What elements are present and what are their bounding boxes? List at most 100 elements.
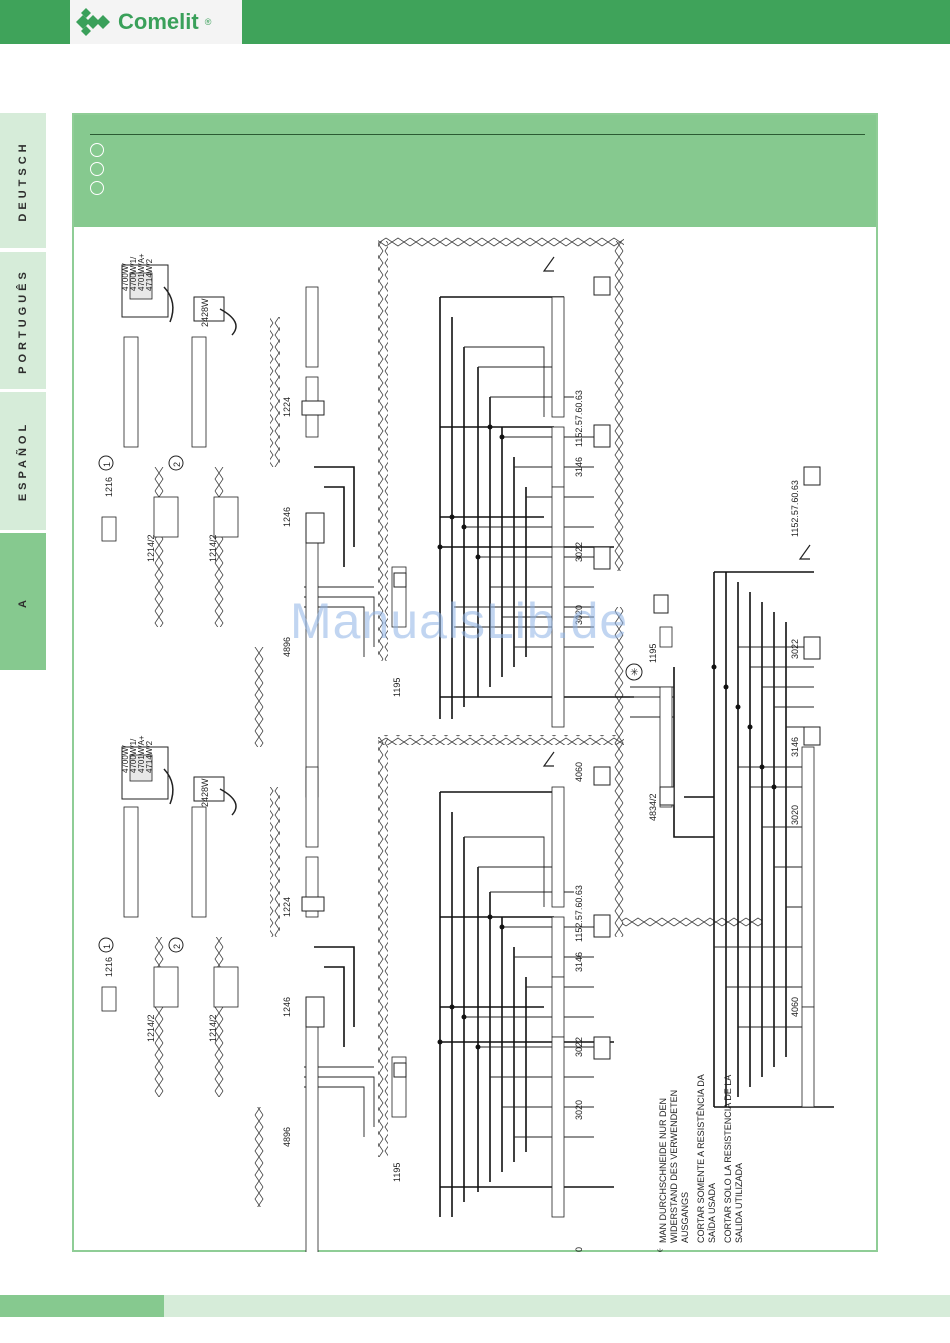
note-es-line: SALIDA UTILIZADA [734,1163,744,1243]
label-3146: 3146 [574,952,584,972]
note-star: ✳ [655,1248,667,1252]
lower-wiring [314,791,614,1217]
module-icon [653,594,669,614]
label-1216: 1216 [104,957,114,977]
handset-icon [193,296,237,816]
terminal-strips [101,286,815,1252]
star-marker [625,663,643,681]
footer-accent [0,1295,164,1317]
marker-1 [98,937,114,953]
label-2428w: 2428W [200,778,210,807]
note-pt-line: CORTAR SOMENTE A RESISTÊNCIA DA [696,1074,706,1243]
monitor-model: 4701W/A+ [137,253,146,291]
monitor-icon [121,746,174,805]
language-marker-es [90,181,104,195]
wiring-diagram: 1216 1216 1214/2 1214/2 1214/2 1214/2 12… [98,237,834,1252]
label-1224: 1224 [282,397,292,417]
door-lock-icon [542,751,555,767]
camera-icon [803,466,821,486]
tab-portugues[interactable]: PORTUGUÊS [0,252,46,389]
power-supply-icon [301,400,325,416]
control-unit-icon [305,996,325,1028]
tab-a[interactable]: A [0,533,46,670]
label-1216: 1216 [104,477,114,497]
label-1214-2: 1214/2 [146,534,156,562]
note-block: ✳ MAN DURCHSCHNEIDE NUR DEN WIDERSTAND D… [655,1074,744,1252]
junction-dots [437,424,777,1050]
marker-2-label: 2 [172,462,182,467]
marker-2 [168,937,184,953]
note-es-line: CORTAR SOLO LA RESISTENCIA DE LA [723,1075,733,1243]
monitor-model: 4700W/1/ [129,256,138,291]
language-marker-pt [90,162,104,176]
note-pt-line: SAÍDA USADA [707,1183,717,1243]
control-unit-icon [305,512,325,544]
label-3022: 3022 [574,542,584,562]
note-de-line: WIDERSTAND DES VERWENDETEN [669,1090,679,1243]
module-icon [659,786,675,806]
label-1246: 1246 [282,997,292,1017]
label-3020: 3020 [574,1100,584,1120]
tab-label: DEUTSCH [17,139,29,222]
monitor-icon [121,264,174,323]
label-3022: 3022 [574,1037,584,1057]
label-3146-right: 3146 [790,737,800,757]
label-1214-2: 1214/2 [208,1014,218,1042]
label-3146: 3146 [574,457,584,477]
footer-bar [164,1295,950,1317]
content-panel: 1216 1216 1214/2 1214/2 1214/2 1214/2 12… [72,113,878,1252]
monitor-model: 4714W/2 [145,258,154,291]
label-4060-right: 4060 [790,997,800,1017]
watermark: ManualsLib.de [290,593,629,649]
label-3020: 3020 [574,605,584,625]
label-3022-right: 3022 [790,639,800,659]
tab-label: ESPAÑOL [17,420,29,502]
device-icons [98,256,821,1078]
tab-deutsch[interactable]: DEUTSCH [0,113,46,248]
right-thin-wiring [630,646,814,1028]
label-2428w: 2428W [200,298,210,327]
label-4834-2: 4834/2 [648,793,658,821]
label-4896: 4896 [282,637,292,657]
comelit-logo-icon [76,8,110,36]
note-de-line: AUSGANGS [680,1192,690,1243]
tab-espanol[interactable]: ESPAÑOL [0,392,46,530]
monitor-model: 4701W/A+ [137,735,146,773]
upper-wiring [314,296,634,719]
label-4060: 4060 [574,1247,584,1252]
registered-mark: ® [204,17,212,27]
monitor-model: 4714W/2 [145,740,154,773]
header-rule [90,134,865,135]
right-wiring [673,571,834,1108]
tab-label: A [17,595,29,608]
label-1152: 1152.57.60.63 [574,885,584,942]
marker-1-label: 1 [102,462,112,467]
keypad-icon [593,1036,611,1060]
brand-name: Comelit [118,9,199,34]
marker-2-label: 2 [172,944,182,949]
module-icon [393,572,407,588]
keypad-icon [803,636,821,660]
keypad-icon [593,424,611,448]
keypad-icon [593,546,611,570]
label-1214-2: 1214/2 [208,534,218,562]
label-1195-right: 1195 [648,644,658,663]
marker-2 [168,455,184,471]
star-symbol: ✳ [630,668,641,676]
keypad-icon [803,726,821,746]
label-3020-right: 3020 [790,805,800,825]
camera-icon [593,276,611,296]
label-1246: 1246 [282,507,292,527]
marker-1 [98,455,114,471]
language-marker-de [90,143,104,157]
door-lock-icon [798,544,811,560]
keypad-icon [593,914,611,938]
monitor-model: 4700W/ [121,745,130,773]
tab-label: PORTUGUÊS [17,267,29,374]
label-1224: 1224 [282,897,292,917]
header-bar: Comelit ® [0,0,950,44]
label-4896: 4896 [282,1127,292,1147]
camera-icon [593,766,611,786]
lower-thin-wiring [304,836,594,1138]
monitor-model: 4700W/ [121,263,130,291]
